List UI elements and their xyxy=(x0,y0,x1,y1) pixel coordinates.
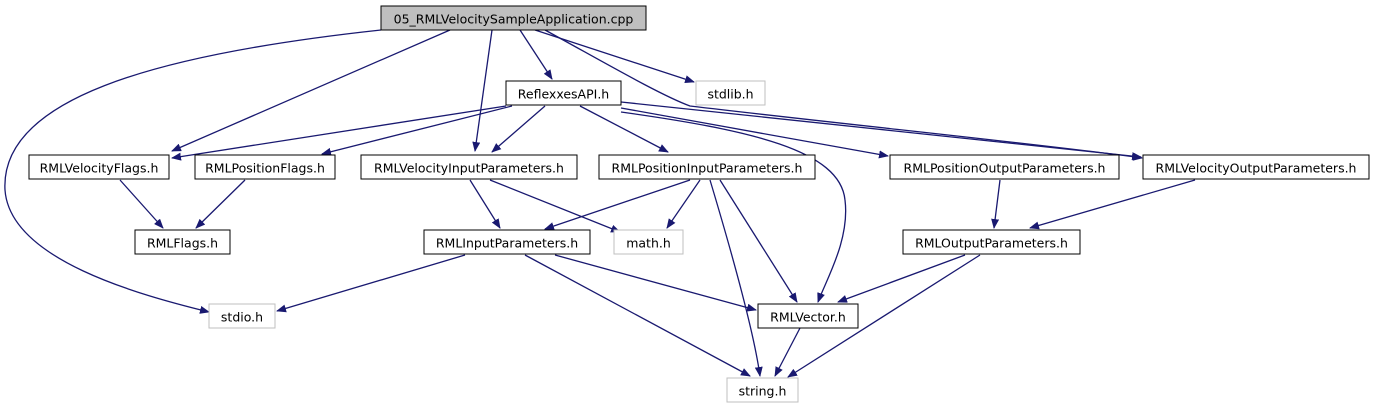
edge-root-to-stdio xyxy=(4,29,382,314)
edge-reflexxes-to-vector xyxy=(620,111,847,303)
nodes: 05_RMLVelocitySampleApplication.cppRefle… xyxy=(28,5,1370,403)
node-velinput[interactable]: RMLVelocityInputParameters.h xyxy=(360,154,578,180)
node-vector[interactable]: RMLVector.h xyxy=(757,303,859,329)
node-box-velinput xyxy=(360,154,578,180)
node-box-vector xyxy=(757,303,859,329)
edge-outputparams-to-string xyxy=(787,254,981,378)
node-label-velinput: RMLVelocityInputParameters.h xyxy=(374,161,564,176)
node-inputparams[interactable]: RMLInputParameters.h xyxy=(423,229,591,255)
edge-inputparams-to-vector xyxy=(554,254,757,312)
node-box-posoutput xyxy=(889,154,1120,180)
node-velflags[interactable]: RMLVelocityFlags.h xyxy=(28,154,170,180)
node-label-posflags: RMLPositionFlags.h xyxy=(205,161,325,176)
edge-veloutput-to-outputparams xyxy=(1029,179,1196,230)
edge-posinput-to-vector xyxy=(719,179,798,303)
node-box-stdio xyxy=(208,303,276,329)
edge-reflexxes-to-posoutput xyxy=(620,107,889,159)
edge-root-to-veloutput xyxy=(544,29,1143,161)
edge-reflexxes-to-velflags xyxy=(171,105,507,161)
node-label-outputparams: RMLOutputParameters.h xyxy=(915,236,1068,251)
node-flags[interactable]: RMLFlags.h xyxy=(134,229,231,255)
node-veloutput[interactable]: RMLVelocityOutputParameters.h xyxy=(1142,154,1370,180)
node-math[interactable]: math.h xyxy=(613,229,684,255)
node-label-vector: RMLVector.h xyxy=(770,310,846,325)
node-box-math xyxy=(613,229,684,255)
node-box-inputparams xyxy=(423,229,591,255)
edge-vector-to-string xyxy=(774,327,801,377)
node-label-veloutput: RMLVelocityOutputParameters.h xyxy=(1156,161,1357,176)
edge-posoutput-to-outputparams xyxy=(991,179,1001,229)
node-label-inputparams: RMLInputParameters.h xyxy=(436,236,578,251)
edge-inputparams-to-string xyxy=(524,254,751,377)
edge-reflexxes-to-velinput xyxy=(491,105,546,153)
edge-inputparams-to-stdio xyxy=(276,254,466,313)
node-posoutput[interactable]: RMLPositionOutputParameters.h xyxy=(889,154,1120,180)
node-box-string xyxy=(726,377,799,403)
edges xyxy=(4,29,1196,378)
node-label-flags: RMLFlags.h xyxy=(147,236,218,251)
node-posflags[interactable]: RMLPositionFlags.h xyxy=(194,154,336,180)
node-box-reflexxes xyxy=(505,80,622,106)
edge-posinput-to-inputparams xyxy=(544,179,691,230)
node-label-string: string.h xyxy=(739,384,787,399)
node-root[interactable]: 05_RMLVelocitySampleApplication.cpp xyxy=(380,5,647,31)
node-posinput[interactable]: RMLPositionInputParameters.h xyxy=(598,154,816,180)
node-box-posflags xyxy=(194,154,336,180)
node-label-posoutput: RMLPositionOutputParameters.h xyxy=(904,161,1106,176)
node-box-posinput xyxy=(598,154,816,180)
node-label-stdio: stdio.h xyxy=(221,310,263,325)
node-box-root xyxy=(380,5,647,31)
node-reflexxes[interactable]: ReflexxesAPI.h xyxy=(505,80,622,106)
edge-velinput-to-inputparams xyxy=(469,179,501,229)
edge-reflexxes-to-posinput xyxy=(579,105,669,153)
node-label-stdlib: stdlib.h xyxy=(707,87,753,102)
edge-root-to-velinput xyxy=(472,29,493,152)
node-label-math: math.h xyxy=(626,236,671,251)
edge-velflags-to-flags xyxy=(119,179,164,229)
node-box-velflags xyxy=(28,154,170,180)
edge-outputparams-to-vector xyxy=(837,254,966,303)
edge-reflexxes-to-veloutput xyxy=(620,101,1142,161)
node-label-reflexxes: ReflexxesAPI.h xyxy=(518,87,609,102)
node-label-posinput: RMLPositionInputParameters.h xyxy=(612,161,803,176)
node-string[interactable]: string.h xyxy=(726,377,799,403)
edge-root-to-velflags xyxy=(171,29,451,152)
edge-posflags-to-flags xyxy=(195,179,246,229)
edge-root-to-reflexxes xyxy=(519,29,553,80)
edge-posinput-to-string xyxy=(709,179,763,377)
node-stdio[interactable]: stdio.h xyxy=(208,303,276,329)
node-outputparams[interactable]: RMLOutputParameters.h xyxy=(902,229,1081,255)
edge-velinput-to-math xyxy=(489,179,621,233)
edge-reflexxes-to-posflags xyxy=(321,105,513,156)
node-box-outputparams xyxy=(902,229,1081,255)
node-box-veloutput xyxy=(1142,154,1370,180)
node-label-root: 05_RMLVelocitySampleApplication.cpp xyxy=(394,12,634,27)
node-box-flags xyxy=(134,229,231,255)
node-stdlib[interactable]: stdlib.h xyxy=(695,80,766,106)
edge-posinput-to-math xyxy=(666,179,701,229)
node-box-stdlib xyxy=(695,80,766,106)
node-label-velflags: RMLVelocityFlags.h xyxy=(40,161,159,176)
